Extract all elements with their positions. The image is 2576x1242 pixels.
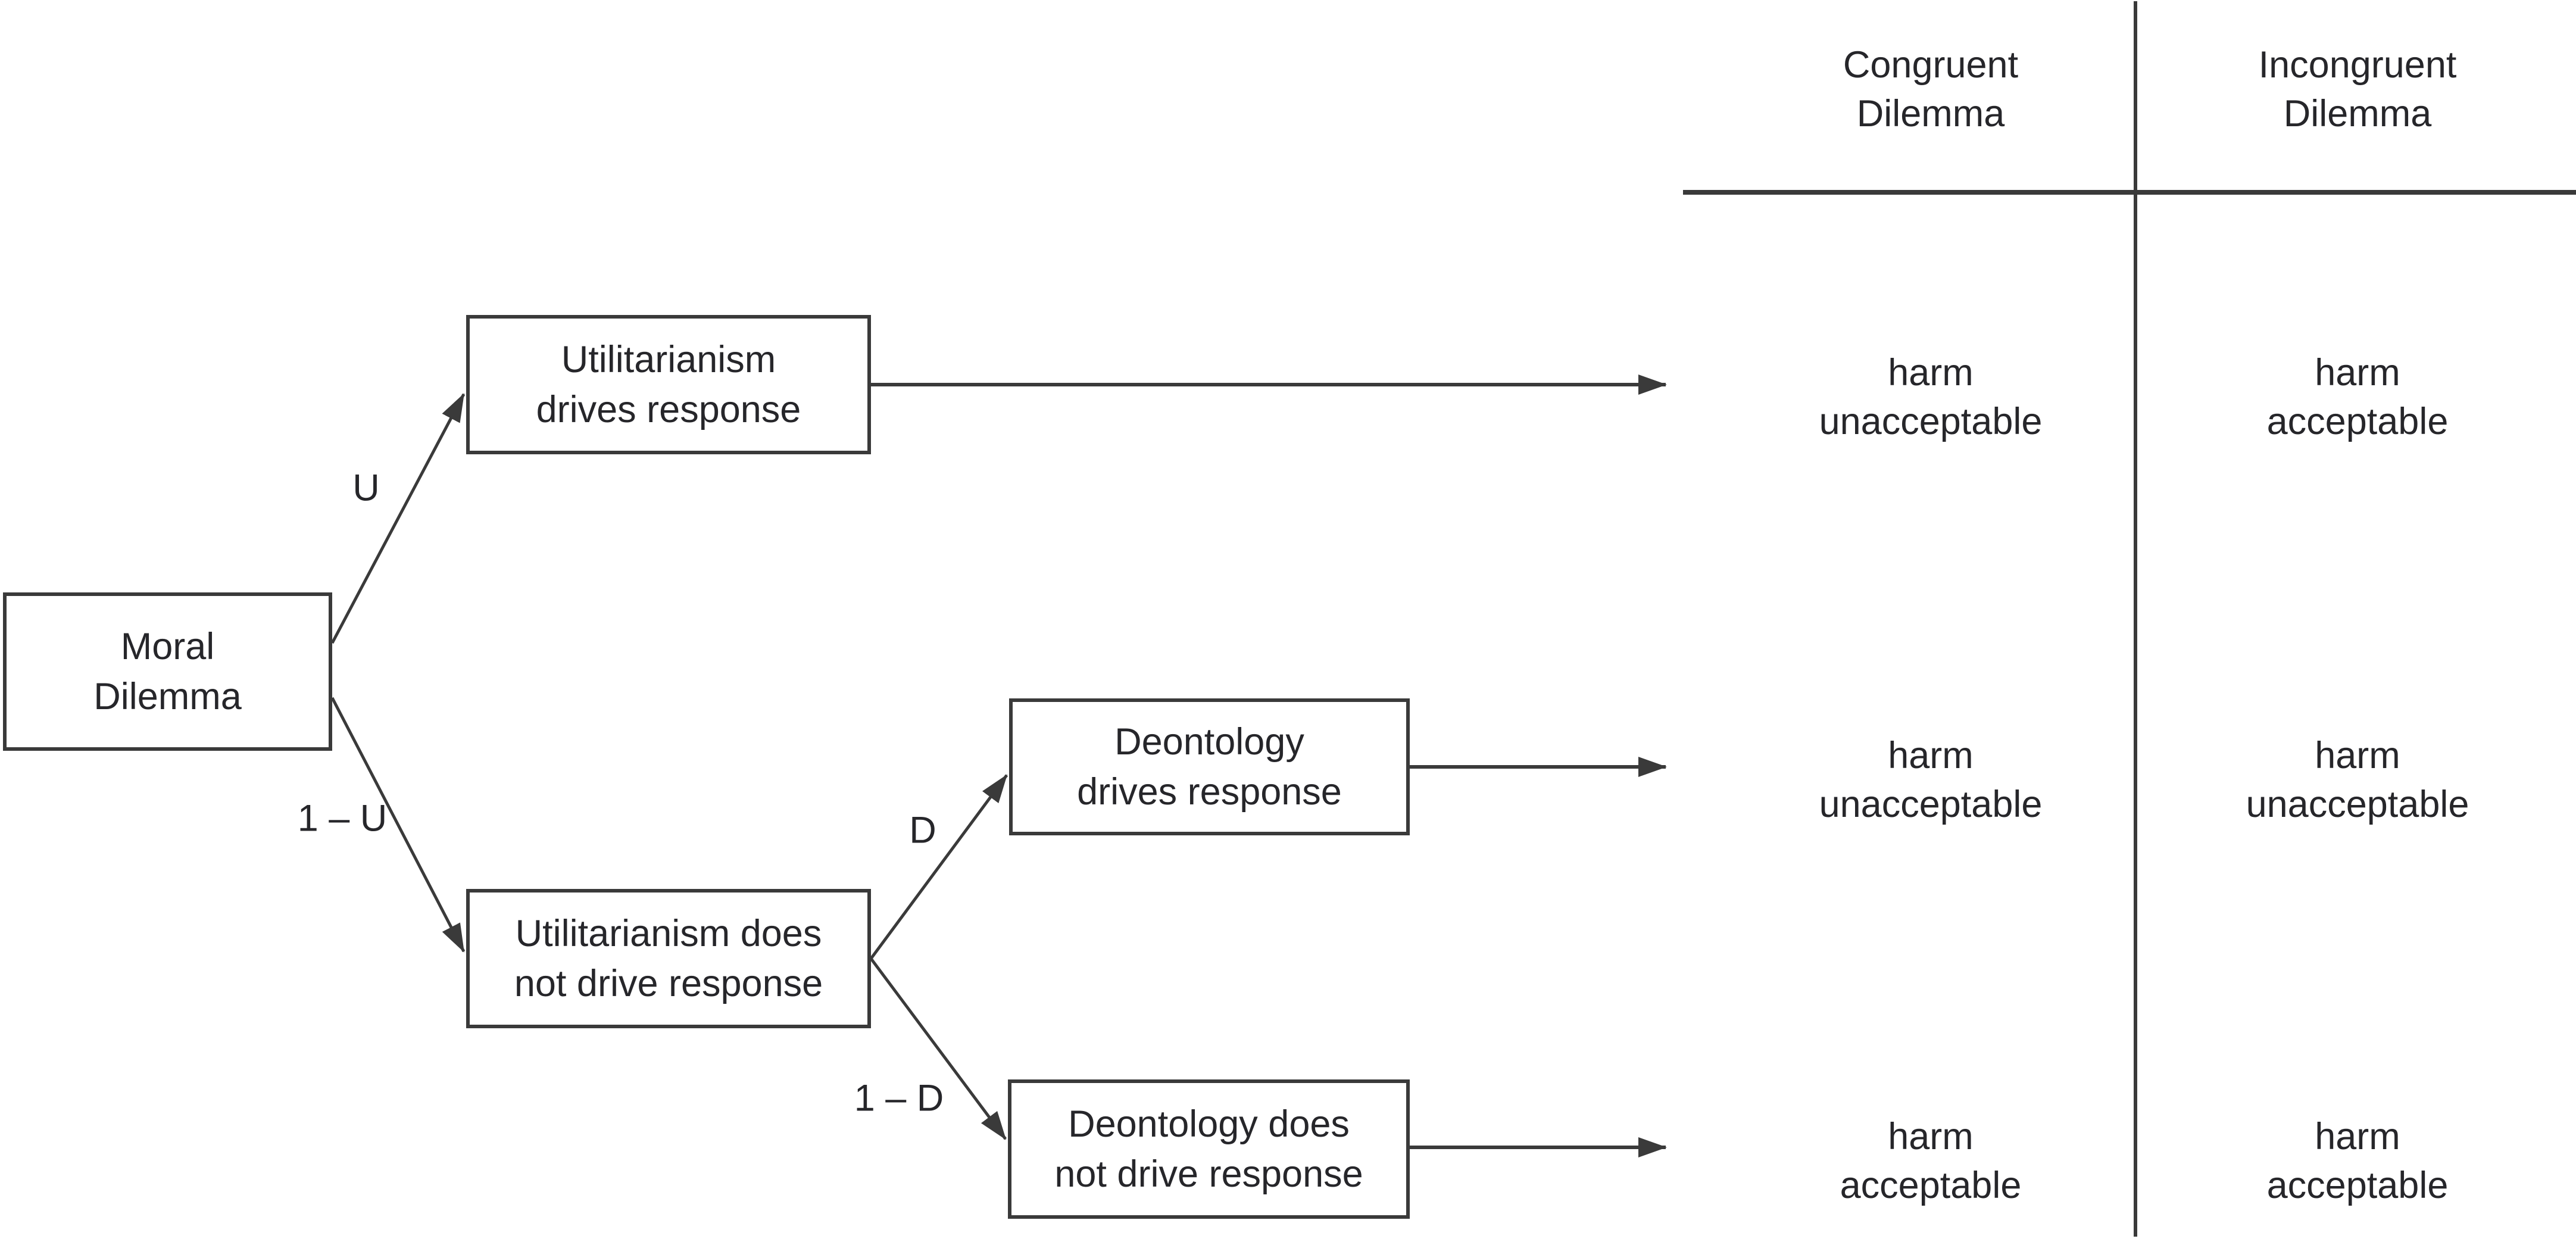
node-utilitarianism-does-not-drive-response: Utilitarianism does not drive response xyxy=(466,889,871,1028)
node-text-line: not drive response xyxy=(1054,1153,1363,1195)
branch-1-minus-d-line xyxy=(869,957,1007,1140)
outcome-text-line: harm xyxy=(2315,735,2400,776)
node-text-line: Dilemma xyxy=(93,676,242,717)
node-utilitarianism-drives-response: Utilitarianism drives response xyxy=(466,315,871,454)
node-deontology-drives-response: Deontology drives response xyxy=(1009,698,1410,835)
node-text-line: Utilitarianism does xyxy=(515,913,822,954)
node-text-line: drives response xyxy=(536,389,801,430)
branch-label-d: D xyxy=(909,809,936,851)
branch-label-1-minus-d: 1 – D xyxy=(854,1077,944,1119)
branch-d-line xyxy=(869,774,1008,960)
outcome-cell-row2-incongruent: harm unacceptable xyxy=(2161,731,2554,829)
outcome-text-line: unacceptable xyxy=(2246,784,2469,825)
column-header-line: Incongruent xyxy=(2258,44,2457,86)
outcome-text-line: unacceptable xyxy=(1819,401,2043,442)
outcome-text-line: acceptable xyxy=(2266,1165,2449,1206)
outcome-text-line: unacceptable xyxy=(1819,784,2043,825)
outcome-cell-row1-incongruent: harm acceptable xyxy=(2161,348,2554,446)
branch-label-u: U xyxy=(352,467,380,509)
outcome-text-line: harm xyxy=(2315,352,2400,394)
branch-1-minus-u-line xyxy=(330,697,466,953)
column-header-line: Dilemma xyxy=(1856,93,2005,135)
node-text-line: drives response xyxy=(1077,771,1342,813)
column-header-congruent-dilemma: Congruent Dilemma xyxy=(1734,40,2127,138)
node-text-line: Deontology xyxy=(1114,721,1304,763)
column-header-line: Congruent xyxy=(1843,44,2019,86)
outcome-text-line: harm xyxy=(1888,735,1974,776)
outcome-text-line: harm xyxy=(2315,1116,2400,1157)
outcome-cell-row3-incongruent: harm acceptable xyxy=(2161,1112,2554,1210)
node-moral-dilemma: Moral Dilemma xyxy=(3,592,332,751)
outcome-text-line: acceptable xyxy=(2266,401,2449,442)
outcome-text-line: harm xyxy=(1888,1116,1974,1157)
outcome-text-line: harm xyxy=(1888,352,1974,394)
outcome-cell-row2-congruent: harm unacceptable xyxy=(1734,731,2127,829)
node-text-line: Deontology does xyxy=(1068,1103,1350,1145)
node-text-line: not drive response xyxy=(514,963,823,1004)
branch-u-line xyxy=(330,393,466,644)
branch-label-1-minus-u: 1 – U xyxy=(297,797,388,840)
outcome-cell-row1-congruent: harm unacceptable xyxy=(1734,348,2127,446)
column-header-incongruent-dilemma: Incongruent Dilemma xyxy=(2161,40,2554,138)
node-text-line: Moral xyxy=(120,626,215,667)
column-header-line: Dilemma xyxy=(2283,93,2432,135)
node-deontology-does-not-drive-response: Deontology does not drive response xyxy=(1008,1079,1410,1219)
outcome-text-line: acceptable xyxy=(1840,1165,2022,1206)
outcome-cell-row3-congruent: harm acceptable xyxy=(1734,1112,2127,1210)
node-text-line: Utilitarianism xyxy=(561,339,776,380)
